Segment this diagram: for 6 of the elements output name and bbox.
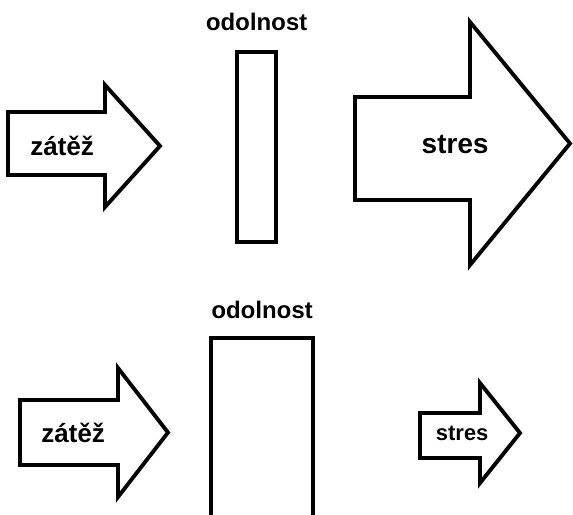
arrow-label: zátěž <box>41 420 105 446</box>
bar-heading: odolnost <box>211 299 313 323</box>
arrow-label: stres <box>422 130 488 158</box>
arrow-label: zátěž <box>30 133 94 159</box>
bar-heading: odolnost <box>206 10 308 34</box>
arrow-label: stres <box>436 422 488 444</box>
